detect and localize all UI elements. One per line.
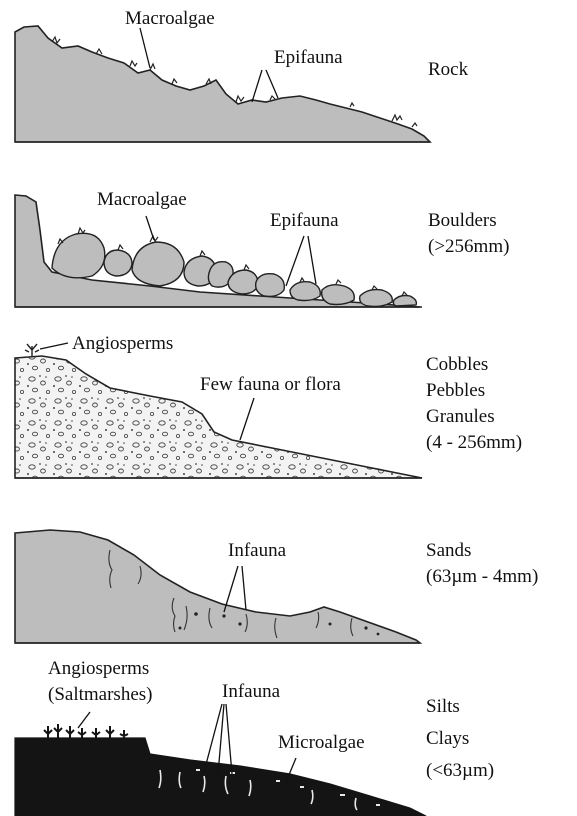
sands-infauna-pointer-2 [242, 566, 246, 610]
silts-saltmarsh-plants [44, 724, 128, 738]
silts-substrate-label-1: Silts [426, 696, 460, 717]
panel-silts: Angiosperms (Saltmarshes) Infauna Microa… [15, 658, 494, 816]
sands-infauna-label: Infauna [228, 540, 287, 561]
panel-rock: Macroalgae Epifauna Rock [15, 8, 469, 142]
sands-infauna-pointer-1 [224, 566, 238, 612]
silts-infauna-pointer-3 [226, 704, 232, 774]
rock-macroalgae-pointer [140, 28, 150, 68]
silts-substrate-label-2: Clays [426, 728, 469, 749]
rock-substrate-label: Rock [428, 59, 469, 80]
panel-boulders: Macroalgae Epifauna Boulders (>256mm) [15, 189, 509, 307]
boulders-epifauna-label: Epifauna [270, 210, 339, 231]
cobbles-few-label: Few fauna or flora [200, 374, 341, 395]
rock-epifauna-pointer-2 [266, 70, 278, 98]
silts-saltmarshes-label: (Saltmarshes) [48, 684, 152, 705]
silts-infauna-label: Infauna [222, 681, 281, 702]
boulders-substrate-label-2: (>256mm) [428, 236, 509, 257]
sands-substrate-label-2: (63µm - 4mm) [426, 566, 538, 587]
cobbles-angiosperms-pointer [40, 343, 68, 349]
silts-substrate-label-3: (<63µm) [426, 760, 494, 781]
cobbles-substrate-label-3: Granules [426, 406, 495, 427]
rock-epifauna-pointer-1 [252, 70, 262, 102]
sands-substrate-label-1: Sands [426, 540, 471, 561]
silts-angiosperms-label: Angiosperms [48, 658, 149, 679]
rock-profile [15, 26, 430, 142]
panel-cobbles: Angiosperms Few fauna or flora Cobbles P… [15, 333, 522, 478]
cobbles-angiosperms-label: Angiosperms [72, 333, 173, 354]
boulders-epifauna-pointer-2 [308, 236, 316, 284]
cobbles-few-pointer [240, 398, 254, 440]
silts-microalgae-label: Microalgae [278, 732, 365, 753]
boulders-macroalgae-pointer [146, 216, 154, 240]
rock-epifauna-label: Epifauna [274, 47, 343, 68]
boulders-substrate-label-1: Boulders [428, 210, 497, 231]
panel-sands: Infauna Sands (63µm - 4mm) [15, 530, 538, 643]
rock-macroalgae-label: Macroalgae [125, 8, 215, 29]
cobbles-substrate-label-1: Cobbles [426, 354, 488, 375]
boulders-macroalgae-label: Macroalgae [97, 189, 187, 210]
cobbles-substrate-label-4: (4 - 256mm) [426, 432, 522, 453]
cobbles-angiosperm-plant [25, 344, 39, 356]
sands-profile [15, 530, 420, 643]
cobbles-substrate-label-2: Pebbles [426, 380, 485, 401]
silts-angiosperms-pointer [78, 712, 90, 728]
